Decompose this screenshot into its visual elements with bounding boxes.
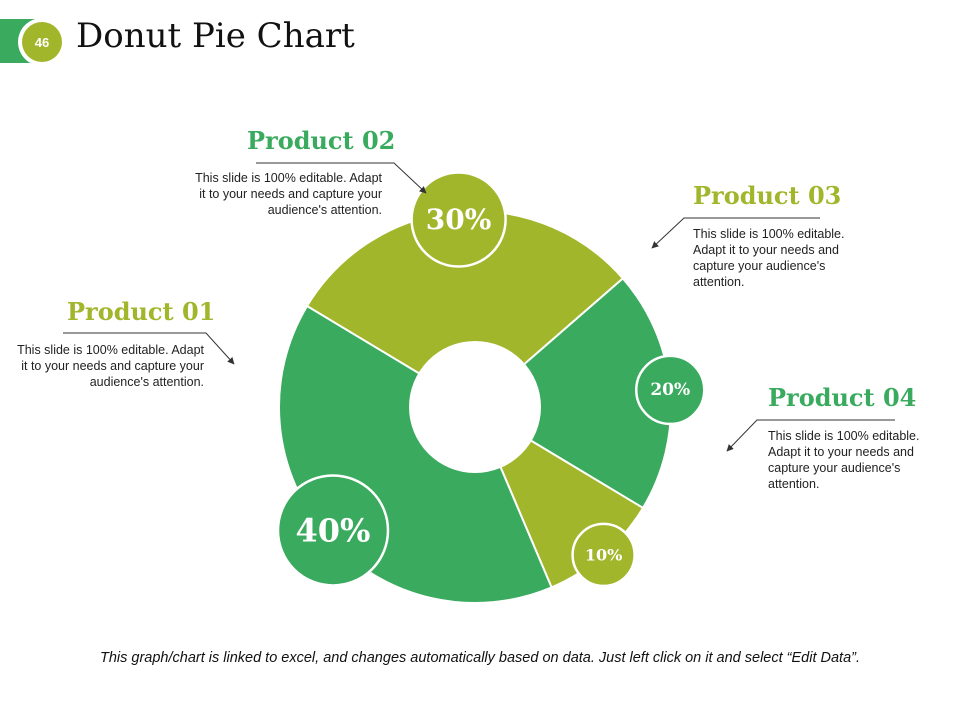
callout-title-product-04: Product 04 [768,383,917,412]
value-badge-product-01 [410,171,507,268]
callout-text-product-01: This slide is 100% editable. Adapt it to… [17,343,204,389]
data-label-product-03: 10% [585,545,622,564]
callout-text-product-03: This slide is 100% editable. Adapt it to… [693,227,845,289]
callout-text-product-04: This slide is 100% editable. Adapt it to… [768,429,920,491]
callout-title-product-01: Product 01 [67,297,216,326]
slide-number: 46 [22,22,62,62]
donut-hole [409,341,541,473]
leader-product-03 [651,217,820,249]
data-label-product-02: 20% [650,380,690,400]
value-badge-product-03 [571,522,636,588]
value-badge-product-02 [635,354,706,426]
value-badge-product-04 [276,474,390,587]
page-title: Donut Pie Chart [76,16,355,56]
footer-note: This graph/chart is linked to excel, and… [99,650,861,666]
data-label-product-04: 40% [296,511,371,549]
callout-title-product-02: Product 02 [247,126,396,155]
leader-product-01 [63,332,235,365]
data-label-product-01: 30% [426,203,492,236]
leader-product-02 [256,162,427,194]
callout-text-product-02: This slide is 100% editable. Adapt it to… [195,171,382,217]
callout-title-product-03: Product 03 [693,181,842,210]
leader-product-04 [726,419,895,452]
